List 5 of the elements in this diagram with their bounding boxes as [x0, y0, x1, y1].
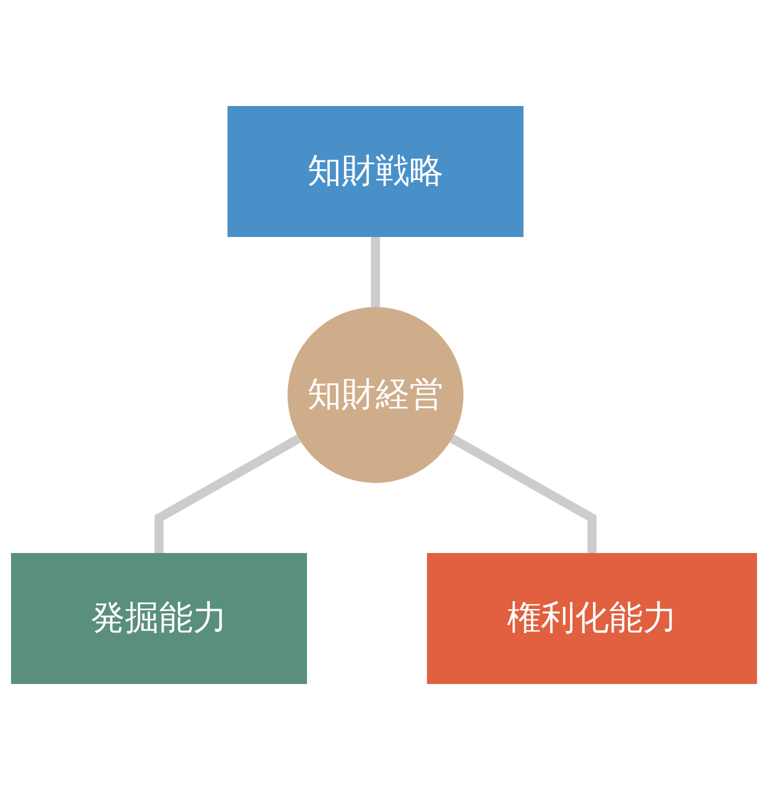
connector	[371, 237, 380, 307]
node-box: 知財戦略	[228, 106, 524, 237]
node-box: 発掘能力	[11, 553, 307, 684]
node-circle: 知財経営	[288, 307, 464, 483]
node-box: 権利化能力	[427, 553, 757, 684]
